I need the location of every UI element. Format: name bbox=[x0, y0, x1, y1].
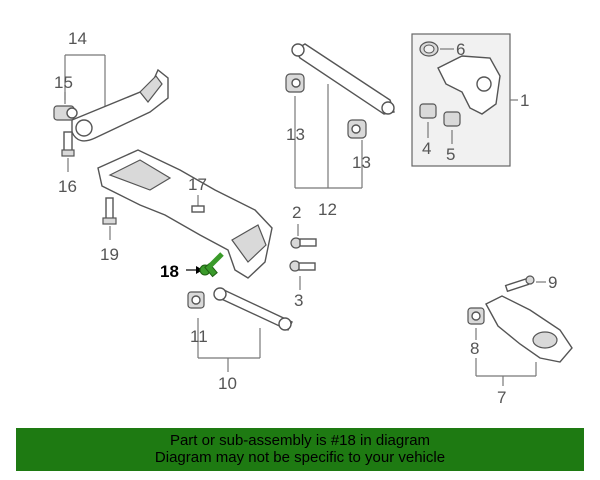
part-18-bolt bbox=[186, 252, 224, 278]
info-banner: Part or sub-assembly is #18 in diagram D… bbox=[16, 428, 584, 471]
callout-3: 3 bbox=[294, 291, 303, 310]
callout-7: 7 bbox=[497, 388, 506, 407]
parts-2-3 bbox=[289, 224, 317, 290]
group-14 bbox=[64, 54, 169, 142]
callout-19: 19 bbox=[100, 245, 119, 264]
callout-9: 9 bbox=[548, 273, 557, 292]
banner-line-2: Diagram may not be specific to your vehi… bbox=[154, 449, 446, 466]
part-19 bbox=[102, 197, 117, 240]
callout-11: 11 bbox=[190, 327, 208, 346]
callout-4: 4 bbox=[422, 139, 431, 158]
group-12 bbox=[285, 43, 395, 189]
callout-1: 1 bbox=[520, 91, 529, 110]
callout-12: 12 bbox=[318, 200, 337, 219]
callout-13a: 13 bbox=[286, 125, 305, 144]
callout-8: 8 bbox=[470, 339, 479, 358]
callout-16: 16 bbox=[58, 177, 77, 196]
parts-diagram: 1 2 3 4 5 6 7 8 9 10 11 12 13 13 14 15 1… bbox=[53, 29, 573, 407]
callout-5: 5 bbox=[446, 145, 455, 164]
callout-18: 18 bbox=[160, 262, 179, 281]
group-7 bbox=[467, 275, 573, 386]
crossmember-17 bbox=[97, 149, 273, 279]
callout-17: 17 bbox=[188, 175, 207, 194]
banner-line-1: Part or sub-assembly is #18 in diagram bbox=[169, 432, 431, 449]
callout-10: 10 bbox=[218, 374, 237, 393]
upper-arm bbox=[71, 68, 169, 142]
callout-2: 2 bbox=[292, 203, 301, 222]
part-16 bbox=[61, 131, 75, 172]
callout-14: 14 bbox=[68, 29, 87, 48]
group-10 bbox=[187, 287, 293, 372]
group-1 bbox=[411, 33, 518, 167]
callout-6: 6 bbox=[456, 40, 465, 59]
callout-15: 15 bbox=[54, 73, 73, 92]
callout-13b: 13 bbox=[352, 153, 371, 172]
part-15 bbox=[53, 92, 78, 121]
